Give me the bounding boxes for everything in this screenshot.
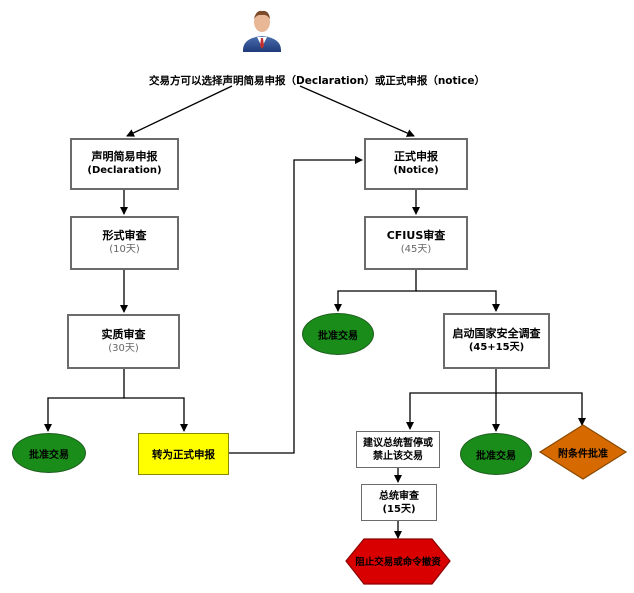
approve-transaction-right: 批准交易 (302, 313, 374, 355)
investigation-label: 启动国家安全调查 (452, 327, 541, 340)
president-review-days: (15天) (382, 503, 416, 515)
person-icon (243, 10, 281, 52)
president-review-box: 总统审查 (15天) (361, 484, 437, 521)
recommend-line1: 建议总统暂停或 (363, 437, 433, 449)
recommend-line2: 禁止该交易 (373, 450, 423, 462)
connector-lines (44, 85, 586, 539)
approve-transaction-investigation: 批准交易 (460, 433, 532, 475)
cfius-review-box: CFIUS审查 (45天) (364, 216, 468, 270)
formal-review-days: (10天) (109, 244, 140, 255)
substantive-review-days: (30天) (108, 342, 139, 354)
approve-transaction-left: 批准交易 (12, 433, 86, 473)
investigation-days: (45+15天) (468, 342, 525, 353)
recommend-president-box: 建议总统暂停或 禁止该交易 (356, 431, 440, 468)
notice-box: 正式申报 (Notice) (364, 138, 468, 190)
substantive-review-box: 实质审查 (30天) (67, 314, 180, 369)
conditional-approval-label: 附条件批准 (558, 448, 608, 460)
conditional-approval-diamond (538, 424, 628, 480)
notice-sub: (Notice) (393, 165, 439, 176)
substantive-review-label: 实质审查 (101, 327, 146, 341)
cfius-review-label: CFIUS审查 (386, 229, 446, 242)
formal-review-box: 形式审查 (10天) (70, 216, 179, 270)
block-transaction-hexagon (345, 538, 451, 585)
block-transaction-label: 阻止交易或命令撤资 (355, 557, 441, 568)
cfius-review-days: (45天) (400, 244, 432, 255)
notice-label: 正式申报 (394, 150, 438, 163)
president-review-label: 总统审查 (379, 490, 419, 502)
convert-to-notice-box: 转为正式申报 (138, 433, 229, 475)
declaration-box: 声明简易申报 (Declaration) (70, 138, 179, 190)
formal-review-label: 形式审查 (102, 229, 147, 242)
page-title: 交易方可以选择声明简易申报（Declaration）或正式申报（notice） (149, 75, 485, 87)
declaration-label: 声明简易申报 (91, 150, 158, 163)
investigation-box: 启动国家安全调查 (45+15天) (443, 313, 550, 369)
declaration-sub: (Declaration) (87, 165, 162, 176)
